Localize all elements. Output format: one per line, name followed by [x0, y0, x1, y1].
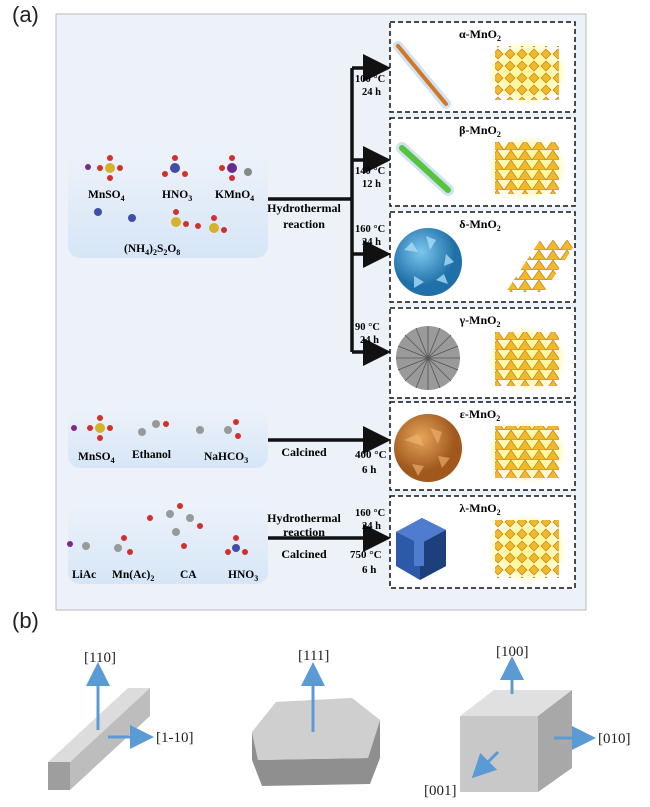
morph-lambda-cube	[396, 518, 446, 580]
molecule-ammonium	[94, 208, 136, 222]
cond-alpha-temp: 100 °C	[355, 74, 385, 85]
molecule-nahco3	[196, 419, 241, 439]
molecule-kmno4	[219, 155, 252, 181]
process-reaction-1: reaction	[283, 217, 325, 231]
label-mnso4-2: MnSO4	[78, 451, 115, 465]
label-nahco3: NaHCO3	[204, 451, 248, 465]
branch-arrows	[268, 54, 391, 552]
cond-gamma-time: 24 h	[360, 335, 379, 346]
cond-epsilon-temp: 400 °C	[355, 449, 387, 461]
morph-gamma-urchin	[396, 326, 460, 390]
label-hno3-2: HNO3	[228, 569, 258, 583]
cube-front-label: [001]	[424, 783, 457, 799]
cond-lambda-time2: 6 h	[362, 564, 376, 576]
process-calcined-1: Calcined	[281, 445, 327, 459]
label-hno3-1: HNO3	[162, 189, 192, 203]
title-epsilon: ε-MnO2	[460, 407, 500, 423]
molecule-mnso4-2	[71, 415, 113, 441]
title-lambda: λ-MnO2	[459, 501, 500, 517]
rod-up-label: [110]	[84, 650, 116, 666]
cond-delta-time: 24 h	[362, 237, 381, 248]
label-kmno4: KMnO4	[215, 189, 254, 203]
title-alpha: α-MnO2	[459, 27, 501, 43]
morph-epsilon-sphere	[394, 414, 462, 482]
cond-lambda-temp1: 160 °C	[355, 508, 385, 519]
molecule-ethanol	[138, 420, 169, 436]
cube-shape	[460, 690, 572, 792]
cond-gamma-temp: 90 °C	[355, 322, 380, 333]
label-mnso4-1: MnSO4	[88, 189, 125, 203]
plate-up-label: [111]	[298, 648, 329, 664]
reagent-group-2-bg	[68, 404, 268, 468]
morph-delta-flower	[394, 228, 462, 296]
molecule-citric-acid	[147, 503, 203, 549]
title-delta: δ-MnO2	[459, 217, 501, 233]
process-hydrothermal-2: Hydrothermal	[267, 511, 341, 525]
cond-beta-temp: 140 °C	[355, 166, 385, 177]
molecule-mnso4-1	[85, 155, 123, 181]
cube-right-label: [010]	[598, 731, 631, 747]
cond-lambda-time1: 24 h	[362, 521, 381, 532]
plate-shape	[252, 698, 380, 786]
panel-b-label: (b)	[12, 608, 39, 633]
reagent-group-1-bg	[68, 146, 268, 258]
process-reaction-2: reaction	[283, 525, 325, 539]
morph-beta-rod	[396, 142, 454, 196]
cond-epsilon-time: 6 h	[362, 464, 376, 476]
reagent-group-3-bg	[68, 498, 268, 584]
cond-alpha-time: 24 h	[362, 87, 381, 98]
molecule-hno3-2	[225, 535, 248, 555]
molecule-persulfate	[171, 209, 227, 233]
cond-delta-temp: 160 °C	[355, 224, 385, 235]
panel-a-label: (a)	[12, 2, 39, 27]
molecule-liac	[67, 541, 90, 550]
morph-alpha-rod	[393, 41, 451, 109]
title-gamma: γ-MnO2	[459, 313, 501, 329]
molecule-mnac2	[114, 535, 133, 555]
cube-up-label: [100]	[496, 644, 529, 660]
molecule-hno3-1	[162, 155, 188, 177]
process-calcined-2: Calcined	[281, 547, 327, 561]
label-ca: CA	[180, 569, 197, 581]
cond-lambda-temp2: 750 °C	[350, 549, 382, 561]
rod-side-label: [1-10]	[156, 730, 194, 746]
label-mnac2: Mn(Ac)2	[112, 569, 154, 583]
label-liac: LiAc	[72, 569, 96, 581]
process-hydrothermal-1: Hydrothermal	[267, 201, 341, 215]
title-beta: β-MnO2	[459, 123, 501, 139]
label-ethanol: Ethanol	[132, 449, 171, 461]
cond-beta-time: 12 h	[362, 179, 381, 190]
crystal-structures	[487, 40, 578, 584]
label-persulfate: (NH4)2S2O8	[124, 243, 180, 257]
arrow-cube-front	[471, 750, 500, 779]
